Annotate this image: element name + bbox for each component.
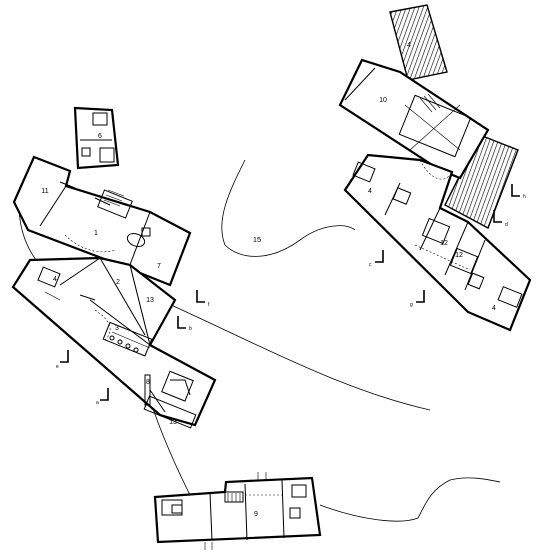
section-marker: a [96,388,109,406]
room-label: 1 [94,230,98,237]
room-label: 12 [455,252,463,259]
room-label: 4 [407,42,411,49]
section-marker: h [511,184,526,200]
section-marker: g [410,290,425,308]
building-b-main [343,153,532,332]
room-label: 4 [492,305,496,312]
room-label: 9 [254,511,258,518]
building-a-main [11,256,217,429]
section-marker: e [56,350,69,370]
svg-text:f: f [208,302,210,308]
section-marker: c [369,250,384,268]
section-marker: d [493,210,508,228]
building-a-room-6 [73,106,120,170]
room-label: 4 [368,188,372,195]
svg-text:e: e [56,364,59,370]
svg-text:c: c [369,262,372,268]
room-label: 2 [116,279,120,286]
roof-hatch-top [389,4,448,81]
roof-hatch-right [444,134,519,229]
svg-text:b: b [189,326,192,332]
room-label: 13 [146,297,154,304]
room-label: 3 [115,325,119,332]
svg-text:g: g [410,302,413,308]
room-label: 12 [440,240,448,247]
room-label: 7 [157,263,161,270]
room-label: 15 [253,235,261,244]
room-label: 13 [169,419,177,426]
svg-text:h: h [523,194,526,200]
svg-text:d: d [505,222,508,228]
room-labels: 1 2 3 4 4 4 4 6 7 8 9 10 11 12 12 13 13 … [41,42,496,518]
section-marker: f [196,290,210,308]
room-label: 4 [53,276,57,283]
section-marker: b [177,316,192,332]
room-label: 11 [41,188,48,195]
building-c [153,472,322,550]
svg-text:a: a [96,400,99,406]
room-label: 6 [98,133,102,140]
section-markers: e a f b c g d h [56,184,526,406]
building-a [12,155,192,287]
building-b-top [338,58,490,180]
room-label: 10 [379,97,387,104]
room-label: 8 [146,379,150,386]
